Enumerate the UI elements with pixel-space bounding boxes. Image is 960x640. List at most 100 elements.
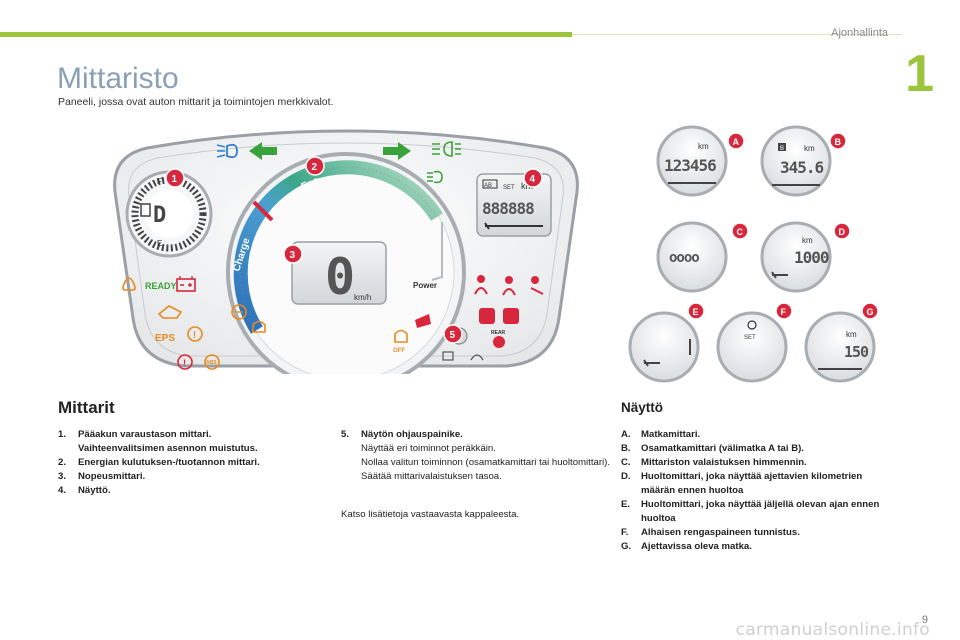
energy-zero-mark <box>252 200 274 222</box>
list-item-number: 4. <box>58 485 67 496</box>
airbag-off-icon <box>530 276 544 295</box>
svg-text:km: km <box>698 142 709 151</box>
front-fog-icon <box>432 141 461 157</box>
list-item-text: Huoltomittari, joka näyttää jäljellä ole… <box>641 499 880 524</box>
power-label: Power <box>413 281 437 290</box>
mittarit-list-item5: 5. Näytön ohjauspainike. Näyttää eri toi… <box>341 428 611 484</box>
list-item-number: 1. <box>58 429 67 440</box>
reference-note: Katso lisätietoja vastaavasta kappaleest… <box>341 509 520 520</box>
svg-text:!: ! <box>183 358 186 368</box>
list-item-letter: C. <box>621 457 631 468</box>
list-item-text: Nopeusmittari. <box>78 471 146 482</box>
svg-text:150: 150 <box>844 343 869 361</box>
speed-lcd <box>291 241 387 305</box>
low-beam-icon <box>216 143 238 159</box>
svg-text:1000: 1000 <box>794 248 829 267</box>
svg-text:123456: 123456 <box>664 156 716 175</box>
list-item: B.Osamatkamittari (välimatka A tai B). <box>621 442 891 456</box>
esp-off-icon <box>394 329 408 343</box>
list-item: C. Mittariston valaistuksen himmennin. <box>621 456 891 470</box>
svg-text:345.6: 345.6 <box>780 158 824 177</box>
callout-d: D <box>833 222 851 240</box>
callout-1: 1 <box>165 168 185 188</box>
list-item-number: 5. <box>341 429 350 440</box>
list-item-text: Energian kulutuksen-/tuotannon mittari. <box>78 457 260 468</box>
list-item-letter: E. <box>621 499 631 510</box>
list-item-letter: A. <box>621 429 631 440</box>
parking-icon <box>442 351 454 361</box>
display-f: SET <box>716 311 788 383</box>
seatbelt-icon-1 <box>474 275 488 295</box>
callout-a: A <box>727 132 745 150</box>
list-item-text: Matkamittari. <box>641 429 701 440</box>
svg-text:SET: SET <box>744 335 756 341</box>
info-lcd-odometer: 888888 <box>482 199 534 218</box>
battery-warning-icon <box>176 276 196 292</box>
list-item-text: Alhaisen rengaspaineen tunnistus. <box>641 527 800 538</box>
list-item: A. Matkamittari. <box>621 428 891 442</box>
gauge-e-label: E <box>157 239 162 248</box>
list-item-text: Mittariston valaistuksen himmennin. <box>641 457 807 468</box>
list-item-text: Pääakun varaustason mittari. <box>78 429 212 440</box>
heated-seat-icon <box>479 308 495 324</box>
list-item: 2. Energian kulutuksen-/tuotannon mittar… <box>58 456 328 470</box>
callout-4: 4 <box>523 168 543 188</box>
list-item-text: Näyttö. <box>78 485 111 496</box>
display-e <box>628 311 700 383</box>
callout-g: G <box>861 302 879 320</box>
section-name: Ajonhallinta <box>831 27 888 39</box>
list-item-text: Huoltomittari, joka näyttää ajettavien k… <box>641 471 863 496</box>
list-item: 4. Näyttö. <box>58 484 328 498</box>
svg-text:E: E <box>693 307 699 317</box>
speed-unit: km/h <box>354 293 371 302</box>
display-a: km 123456 <box>656 125 728 197</box>
seatbelt-icon-2 <box>502 276 516 296</box>
gauge-f-label: F <box>157 177 162 186</box>
svg-text:1: 1 <box>172 174 178 185</box>
info-lcd-km: km <box>521 181 533 191</box>
list-item-number: 2. <box>58 457 67 468</box>
svg-text:km: km <box>802 236 813 245</box>
info-lcd-set: SET <box>503 185 515 191</box>
svg-text:B: B <box>780 146 784 152</box>
callout-c: C <box>731 222 749 240</box>
footer-watermark: carmanualsonline.info <box>735 620 930 640</box>
list-item-text: Ajettavissa oleva matka. <box>641 541 752 552</box>
header-rule <box>572 34 902 35</box>
wiper-icon <box>470 354 484 361</box>
door-lock-indicator <box>493 336 505 348</box>
rear-label: REAR <box>491 330 506 336</box>
display-c: oooo <box>656 221 728 293</box>
list-item-continuation: Vaihteenvalitsimen asennon muistutus. <box>78 443 258 454</box>
naytto-heading: Näyttö <box>621 400 664 415</box>
svg-text:D: D <box>153 203 166 228</box>
rear-fog-icon <box>427 170 443 184</box>
list-item-note: Säätää mittarivalaistuksen tasoa. <box>361 471 502 482</box>
svg-text:G: G <box>867 307 874 317</box>
list-item-letter: B. <box>621 443 631 454</box>
list-item: 5. Näytön ohjauspainike. Näyttää eri toi… <box>341 428 611 484</box>
list-item-number: 3. <box>58 471 67 482</box>
stability-control-icon <box>252 320 266 333</box>
callout-e: E <box>687 302 705 320</box>
page-title: Mittaristo <box>57 62 179 95</box>
preheat-icon <box>122 277 136 291</box>
svg-text:km: km <box>846 330 857 339</box>
door-open-icon <box>415 314 431 328</box>
energy-arc <box>233 160 443 334</box>
list-item: 1. Pääakun varaustason mittari. Vaihteen… <box>58 428 328 456</box>
naytto-list: A. Matkamittari. B.Osamatkamittari (välim… <box>621 428 891 554</box>
ready-indicator: READY <box>145 281 177 291</box>
brake-warning-icon: ! <box>187 326 203 342</box>
svg-text:5: 5 <box>450 330 456 341</box>
page-subtitle: Paneeli, jossa ovat auton mittarit ja to… <box>58 96 334 108</box>
svg-text:C: C <box>737 227 744 237</box>
service-warning-icon: ! <box>177 354 193 370</box>
right-turn-indicator <box>383 142 411 160</box>
instrument-panel-illustration: Eco Charge Power 0 km/h D F E AB SET km … <box>113 129 579 374</box>
svg-text:AB: AB <box>484 183 492 189</box>
list-item: E. Huoltomittari, joka näyttää jäljellä o… <box>621 498 891 526</box>
rear-window-heat-icon <box>503 308 519 324</box>
display-d: km 1000 <box>760 221 832 293</box>
svg-text:A: A <box>733 137 740 147</box>
